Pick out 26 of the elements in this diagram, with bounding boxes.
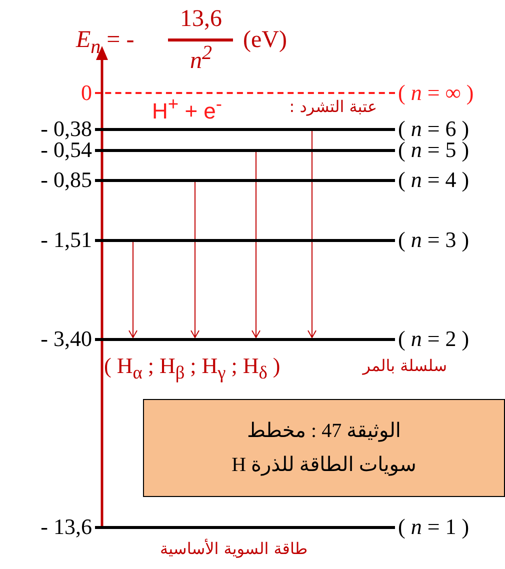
quantum-number-label: ( n = 3 )	[398, 226, 470, 252]
ionization-label: عتبة التشرد :	[289, 97, 377, 116]
energy-value: - 3,40	[40, 324, 92, 352]
transition-arrow	[190, 181, 200, 338]
energy-value: - 13,6	[40, 512, 92, 540]
quantum-number-label: ( n = 4 )	[398, 166, 470, 192]
energy-value: - 0,38	[40, 114, 92, 142]
quantum-number-label: ( n = 2 )	[398, 324, 470, 352]
series-label: سلسلة بالمر	[362, 356, 447, 375]
energy-value: - 0,85	[40, 166, 92, 192]
unit-label: (eV)	[243, 27, 287, 54]
fraction-numerator: 13,6	[180, 6, 222, 33]
transition-arrow	[128, 241, 138, 338]
energy-value: 0	[81, 78, 92, 106]
energy-value: - 1,51	[40, 226, 92, 252]
quantum-number-label: ( n = 1 )	[398, 512, 470, 540]
transition-arrow	[308, 130, 316, 338]
caption-box	[143, 399, 505, 497]
quantum-number-label: ( n = ∞ )	[398, 78, 474, 106]
energy-formula: E$_{n}$ = -	[76, 27, 134, 59]
transition-arrow	[252, 151, 260, 338]
ground-level-label: طاقة السوية الأساسية	[160, 539, 308, 558]
caption-text: الوثيقة 47 : مخطط سويات الطاقة للذرة H	[230, 419, 418, 478]
balmer-lines: ( H$_{α}$ ; H$_{β}$ ; H$_{γ}$ ; H$_{δ}$ )	[104, 353, 280, 384]
ion-products: H$^{+}$ + e$^{-}$	[152, 93, 222, 124]
fraction-denominator: n$^{2}$	[190, 42, 212, 75]
